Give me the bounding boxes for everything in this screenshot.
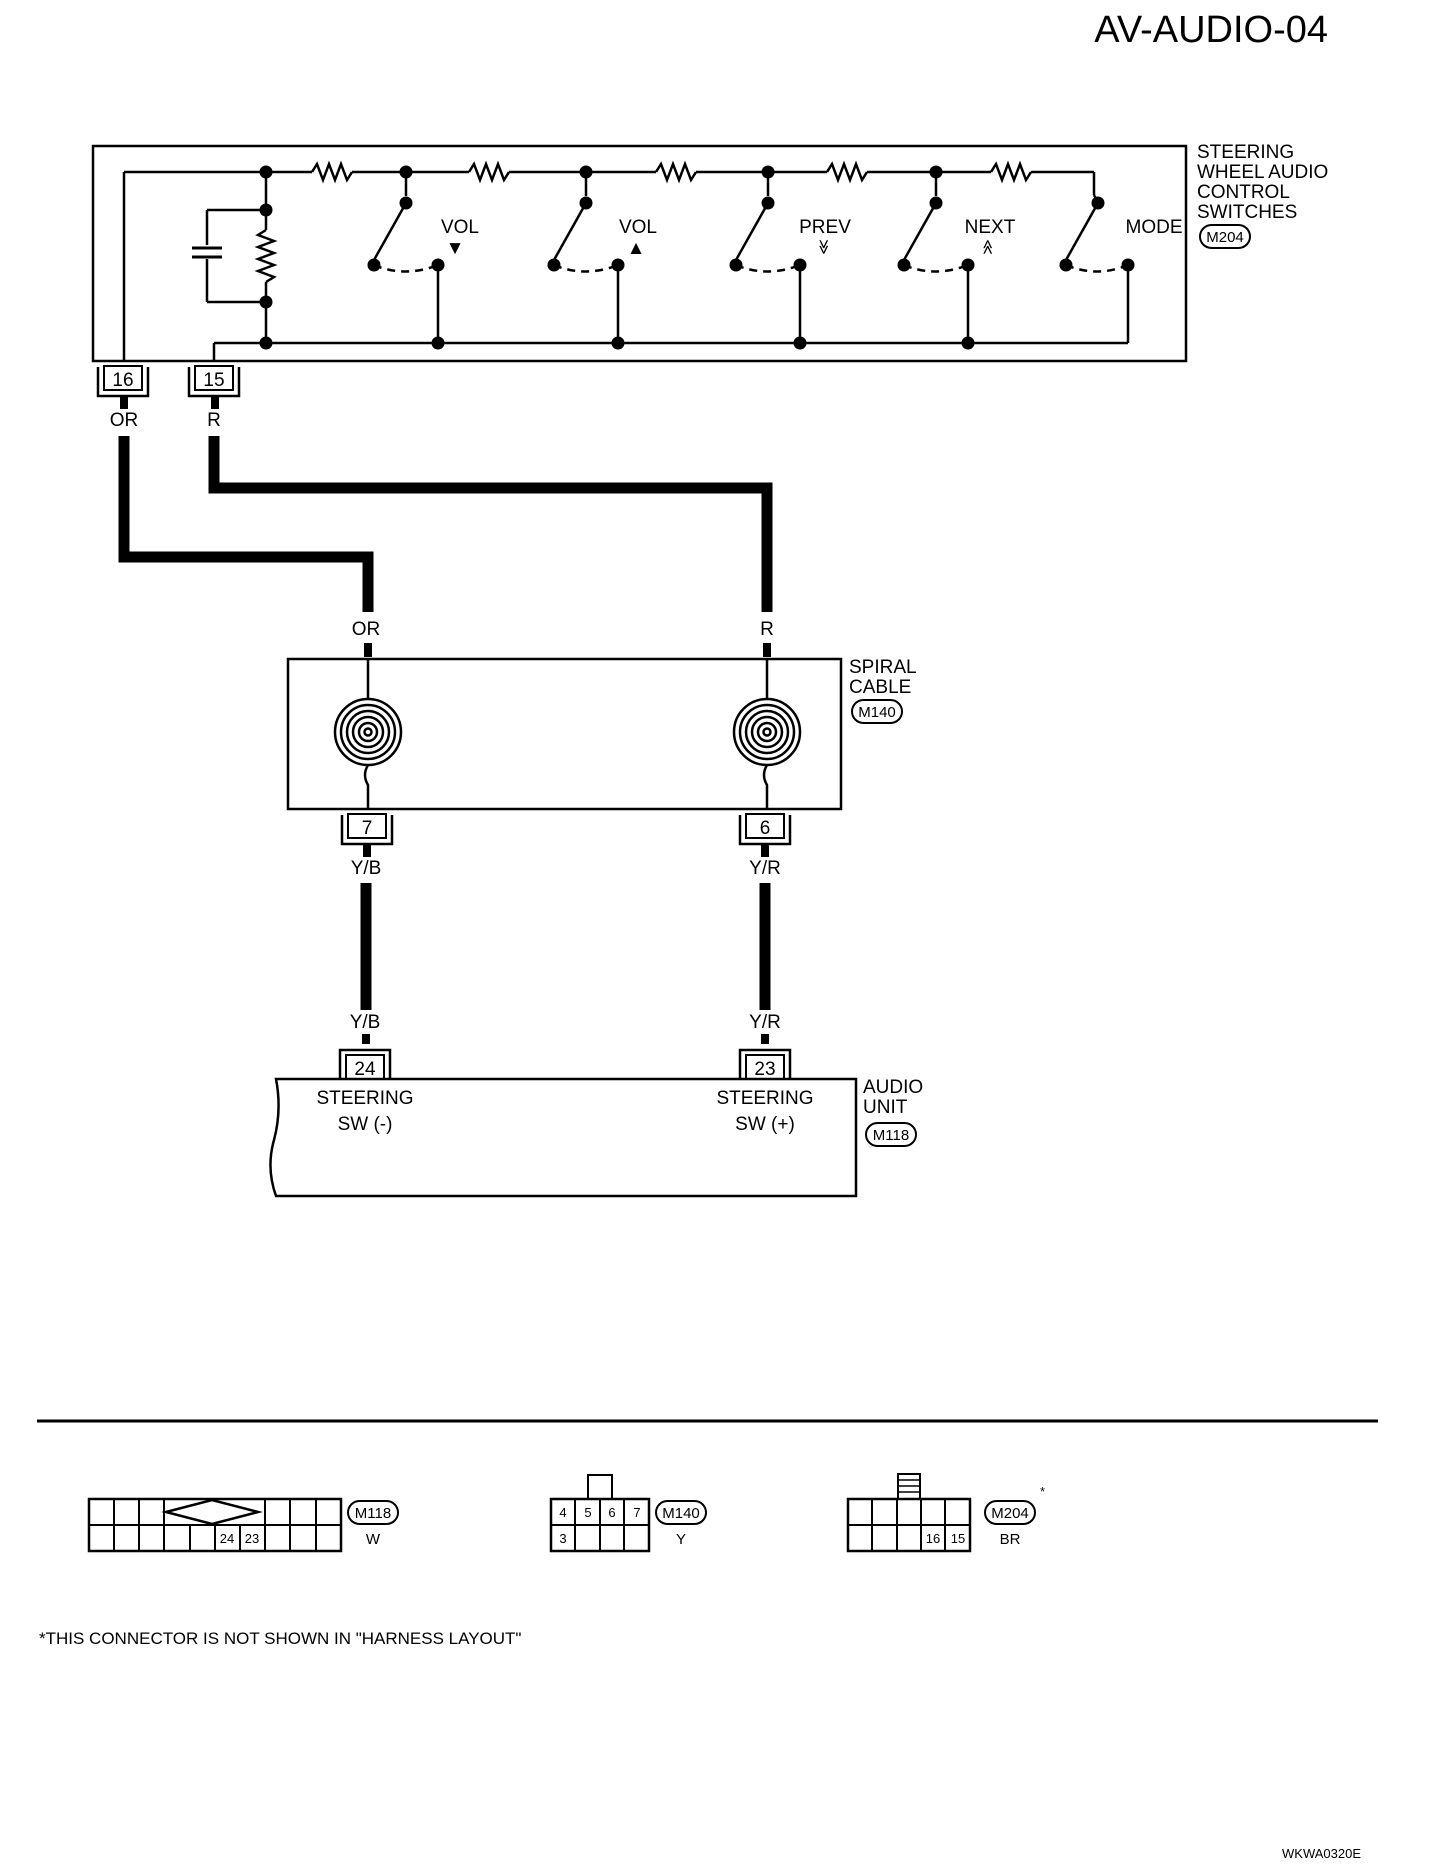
- harness-wires: [118, 436, 773, 612]
- prev-icon: ≫: [815, 239, 832, 255]
- vol-down-icon: ▼: [446, 238, 465, 259]
- svg-text:7: 7: [633, 1505, 640, 1520]
- connector-tag-label: M204: [1206, 229, 1244, 246]
- audio-unit: Y/B Y/R 24 23 STEERING SW (-) STEERING S…: [269, 1012, 923, 1198]
- wire-r: [208, 436, 773, 612]
- audio-unit-name: UNIT: [863, 1097, 908, 1118]
- svg-text:16: 16: [112, 370, 133, 391]
- switch-label: PREV: [799, 217, 851, 238]
- resistor-1: [310, 160, 354, 184]
- branch-resistor: [254, 228, 278, 284]
- figure-code: WKWA0320E: [1282, 1846, 1361, 1861]
- connector-tag-label: M204: [991, 1505, 1029, 1522]
- connector-color: W: [366, 1531, 381, 1548]
- connector-color: BR: [1000, 1531, 1021, 1548]
- spiral-cable: OR R SPIRAL CABLE M140 7 6 Y/B Y/R: [286, 619, 917, 879]
- switch-assembly-name: STEERING: [1197, 142, 1294, 163]
- switch-assembly-name: CONTROL: [1197, 182, 1290, 203]
- connector-color: Y: [676, 1531, 686, 1548]
- connector-tag-label: M118: [873, 1127, 909, 1144]
- switch-label: NEXT: [965, 217, 1016, 238]
- switch-next: NEXT ≪: [897, 165, 1016, 350]
- pin-6: 6: [738, 813, 792, 846]
- wire-color-label: OR: [110, 410, 139, 431]
- svg-text:24: 24: [220, 1531, 234, 1546]
- pin-function: STEERING: [716, 1088, 813, 1109]
- switch-vol-down: VOL ▼: [367, 165, 479, 350]
- wire-color-label: Y/B: [351, 858, 382, 879]
- audio-unit-name: AUDIO: [863, 1077, 923, 1098]
- switch-label: VOL: [619, 217, 657, 238]
- switch-assembly-box: [91, 144, 1188, 363]
- resistor-3: [654, 160, 698, 184]
- switch-label: VOL: [441, 217, 479, 238]
- resistor-5: [989, 160, 1033, 184]
- spiral-cable-name: SPIRAL: [849, 657, 917, 678]
- pin-24: 24: [338, 1048, 392, 1080]
- switch-mode: MODE: [1059, 194, 1183, 345]
- resistor-2: [467, 160, 511, 184]
- switch-vol-up: VOL ▲: [547, 165, 657, 350]
- switch-assembly-name: WHEEL AUDIO: [1197, 162, 1328, 183]
- wire-color-label: Y/R: [749, 1012, 781, 1033]
- connector-tag-label: M140: [858, 704, 896, 721]
- wire-color-label: Y/B: [350, 1012, 381, 1033]
- pin-function: SW (-): [338, 1114, 393, 1135]
- svg-text:7: 7: [362, 818, 373, 839]
- switch-assembly: VOL ▼ VOL ▲ PREV: [91, 142, 1328, 431]
- page-title: AV-AUDIO-04: [1094, 9, 1328, 51]
- svg-text:15: 15: [951, 1531, 965, 1546]
- svg-text:23: 23: [245, 1531, 259, 1546]
- pin-7: 7: [340, 813, 394, 846]
- connector-tag: [865, 1122, 917, 1147]
- wire-color-label: Y/R: [749, 858, 781, 879]
- wire-or: [118, 436, 374, 612]
- resistor-4: [825, 160, 869, 184]
- svg-text:4: 4: [559, 1505, 566, 1520]
- svg-text:16: 16: [926, 1531, 940, 1546]
- connector-tag-label: M118: [355, 1505, 391, 1522]
- connector-mark: *: [1040, 1484, 1045, 1499]
- pin-function: SW (+): [735, 1114, 795, 1135]
- svg-text:5: 5: [584, 1505, 591, 1520]
- connector-tag: [1199, 224, 1251, 249]
- spiral-cable-name: CABLE: [849, 677, 911, 698]
- connector-view-m140: 4 5 6 7 3 M140 Y: [549, 1474, 707, 1553]
- audio-unit-box: [269, 1077, 858, 1198]
- connector-view-m118: 24 23 M118 W: [87, 1497, 399, 1553]
- pin-15: 15: [187, 365, 241, 398]
- wire-color-label: OR: [352, 619, 381, 640]
- pin-function: STEERING: [316, 1088, 413, 1109]
- switch-prev: PREV ≫: [729, 165, 851, 350]
- switch-label: MODE: [1126, 217, 1183, 238]
- pin-23: 23: [738, 1048, 792, 1080]
- vol-up-icon: ▲: [627, 238, 646, 259]
- spiral-cable-box: [286, 657, 843, 811]
- svg-text:24: 24: [354, 1059, 376, 1080]
- wire-color-label: R: [760, 619, 774, 640]
- svg-text:23: 23: [754, 1059, 775, 1080]
- connector-tag-label: M140: [662, 1505, 700, 1522]
- svg-text:6: 6: [608, 1505, 615, 1520]
- capacitor: [192, 245, 222, 259]
- footnote: *THIS CONNECTOR IS NOT SHOWN IN "HARNESS…: [39, 1629, 521, 1648]
- connector-view-m204: 16 15 M204 * BR: [846, 1473, 1045, 1553]
- svg-text:6: 6: [760, 818, 771, 839]
- wire-color-label: R: [207, 410, 221, 431]
- pin-16: 16: [96, 365, 150, 398]
- svg-text:3: 3: [559, 1531, 566, 1546]
- switch-assembly-name: SWITCHES: [1197, 202, 1297, 223]
- svg-text:15: 15: [203, 370, 224, 391]
- connector-tag: [851, 699, 903, 724]
- next-icon: ≪: [979, 239, 996, 255]
